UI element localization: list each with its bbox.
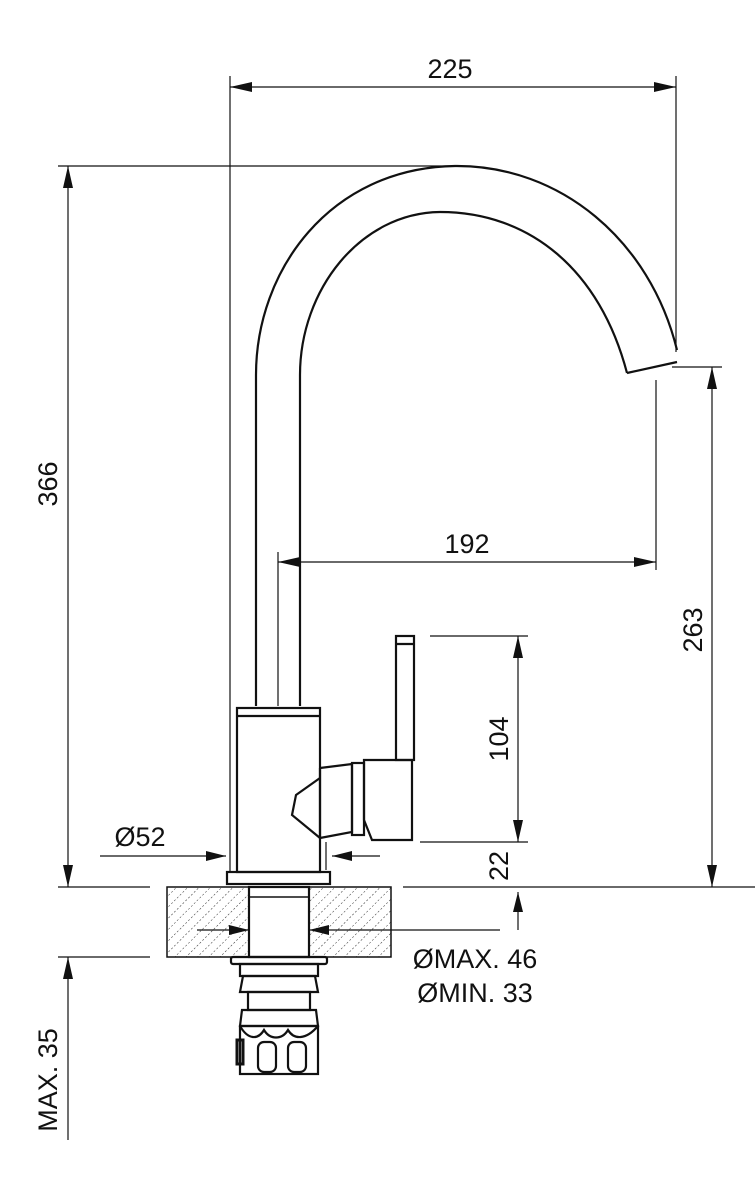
label-handle-height: 104 (484, 716, 514, 761)
label-max-counter-thickness: MAX. 35 (33, 1028, 63, 1132)
countertop-section (166, 885, 392, 959)
faucet-body (225, 706, 332, 886)
dimension-hole-diameter: ØMAX. 46 ØMIN. 33 (197, 925, 537, 1008)
label-base-diameter: Ø52 (114, 822, 165, 852)
dimension-handle-height: 104 (420, 635, 528, 843)
dimension-max-counter-thickness: MAX. 35 (33, 957, 73, 1140)
label-spout-height: 263 (678, 607, 708, 652)
counter-reference-lines (58, 886, 150, 958)
dimension-spout-reach: 192 (277, 380, 657, 706)
dimension-base-height: 22 (403, 851, 755, 930)
spout (254, 164, 679, 706)
label-total-height: 366 (33, 461, 63, 506)
label-hole-min: ØMIN. 33 (417, 978, 533, 1008)
label-spout-reach: 192 (444, 529, 489, 559)
dimension-total-height: 366 (33, 165, 455, 887)
dimension-spout-height: 263 (672, 366, 722, 887)
dimension-base-diameter: Ø52 (100, 822, 380, 870)
label-hole-max: ØMAX. 46 (413, 944, 538, 974)
fixing-nut-assembly (229, 955, 329, 1076)
handle-lever (290, 634, 416, 842)
label-total-reach: 225 (427, 54, 472, 84)
label-base-height: 22 (484, 851, 514, 881)
dimension-total-reach: 225 (229, 54, 677, 872)
